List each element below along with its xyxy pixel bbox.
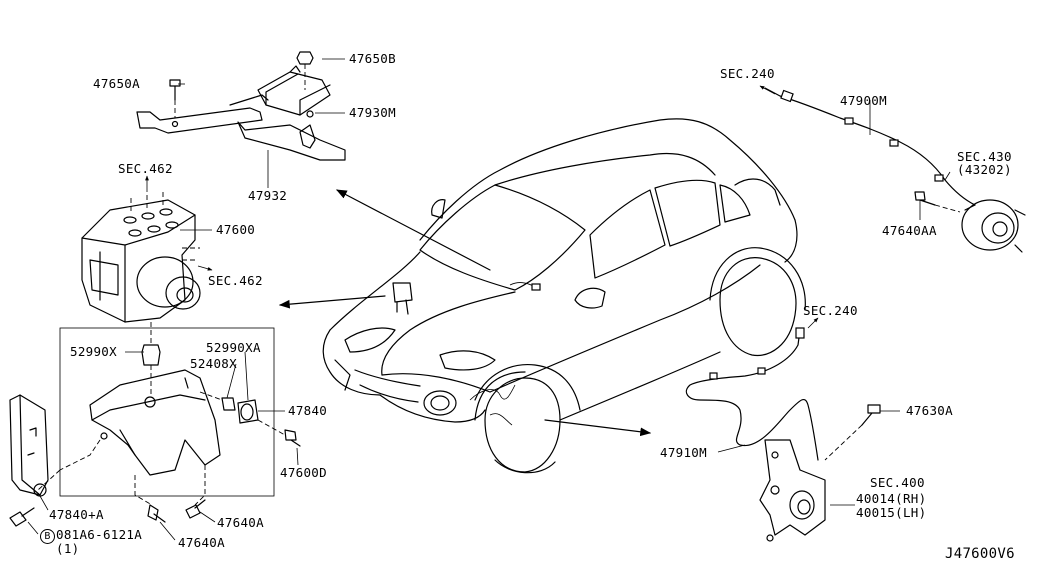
vehicle-illustration (322, 118, 806, 474)
label-sec462-right: SEC.462 (208, 273, 263, 288)
label-47640A-bottom: 47640A (178, 535, 225, 550)
label-sec430: SEC.430 (957, 149, 1012, 164)
label-47630A: 47630A (906, 403, 953, 418)
label-47600D: 47600D (280, 465, 327, 480)
label-47932: 47932 (248, 188, 288, 203)
label-52408X: 52408X (190, 356, 237, 371)
bolt-code-text: 081A6-6121A (56, 527, 143, 542)
label-sec430-sub: (43202) (957, 162, 1012, 177)
label-47600: 47600 (216, 222, 256, 237)
shield-illustration (9, 394, 206, 527)
label-sec240-top: SEC.240 (720, 66, 775, 81)
label-sec400-rh: 40014(RH) (856, 491, 927, 506)
label-sec400: SEC.400 (870, 475, 925, 490)
label-sec462-top: SEC.462 (118, 161, 173, 176)
label-47910M: 47910M (660, 445, 707, 460)
label-47640A-right: 47640A (217, 515, 264, 530)
front-harness-illustration (685, 327, 881, 542)
abs-actuator-illustration (81, 192, 201, 323)
label-52990XA: 52990XA (206, 340, 261, 355)
label-47650B: 47650B (349, 51, 396, 66)
diagram-code: J47600V6 (945, 546, 1015, 562)
label-bolt-qty: (1) (56, 541, 80, 556)
label-52990X: 52990X (70, 344, 117, 359)
bracket-box-illustration (37, 322, 301, 506)
label-47900M: 47900M (840, 93, 887, 108)
label-47640AA: 47640AA (882, 223, 937, 238)
label-47930M: 47930M (349, 105, 396, 120)
pointer-arrows (145, 85, 819, 437)
label-sec240-mid: SEC.240 (803, 303, 858, 318)
label-47840-plus-A: 47840+A (49, 507, 104, 522)
leader-lines (27, 58, 951, 541)
sensor-bracket-illustration (136, 51, 346, 161)
label-47650A: 47650A (93, 76, 140, 91)
label-sec400-lh: 40015(LH) (856, 505, 927, 520)
circle-b-badge: B (40, 529, 55, 544)
label-47840: 47840 (288, 403, 328, 418)
rear-harness-illustration (764, 87, 1026, 253)
